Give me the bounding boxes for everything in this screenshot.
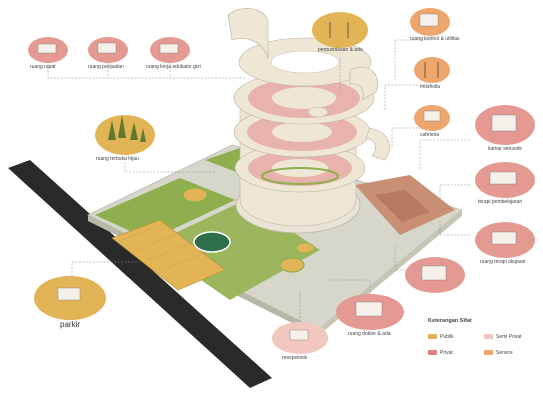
round-garden-c [296,243,314,253]
bubble-toilet [410,8,450,36]
label-terapi-okupasi: ruang terapi okupasi [480,259,525,265]
plaza-circle [194,232,230,252]
bubble-ruang-terapi [405,257,465,293]
legend-swatch [484,334,493,339]
legend-item-privat: Privat [428,350,453,356]
label-ruang-terbuka-hijau: ruang terbuka hijau [96,156,139,162]
bubble-ruang-rapat [28,37,68,63]
slab-1-core [308,107,328,117]
legend-label: Privat [440,350,453,356]
label-kamar-sensorik: kamar sensorik [488,146,522,152]
bubble-terapi-pembelajaran [475,162,535,198]
slab-2-hole [272,122,332,142]
bubble-ruang-penjualan [88,37,128,63]
legend-item-semi-privat: Semi Privat [484,334,522,340]
legend-label: Service [496,350,513,356]
slab-1-hole [272,87,336,109]
bubble-terapi-okupasi [475,222,535,258]
round-garden-a [183,188,207,202]
bubble-musholla [414,57,450,83]
label-musholla: musholla [420,84,440,90]
label-ruang-rapat: ruang rapat [30,64,56,70]
label-ruang-kerja: ruang kerja edukator gizi [146,64,201,70]
label-cafeteria: cafeteria [420,132,439,138]
legend-item-publik: Publik [428,334,454,340]
bubble-cafeteria [414,105,450,131]
label-ruang-dokter: ruang dokter & ada [348,331,391,337]
round-garden-b [280,258,304,272]
legend-swatch [484,350,493,355]
label-resepsionis: resepsionis [282,355,307,361]
legend: Keterangan Sifat Publik Semi Privat Priv… [428,318,540,378]
slab-top-hole [271,51,339,73]
legend-label: Publik [440,334,454,340]
bubble-perpustakaan [312,12,368,48]
bubble-kamar-sensorik [475,105,535,145]
label-toilet: ruang kontrol & utilitas [410,36,459,42]
legend-swatch [428,334,437,339]
bubble-ruang-terbuka-hijau [95,115,155,155]
label-ruang-penjualan: ruang penjualan [88,64,124,70]
legend-title: Keterangan Sifat [428,318,472,324]
label-parkir: parkir [60,320,80,329]
bubble-ruang-kerja [150,37,190,63]
bubble-ruang-dokter [336,294,404,330]
bubble-parkir [34,276,106,320]
legend-label: Semi Privat [496,334,522,340]
spiral-ramp-3 [366,128,390,160]
bubble-resepsionis [272,322,328,354]
label-terapi-pembelajaran: terapi pembelajaran [478,199,522,205]
legend-swatch [428,350,437,355]
label-perpustakaan: perpustakaan & ada [318,47,363,53]
legend-item-service: Service [484,350,513,356]
